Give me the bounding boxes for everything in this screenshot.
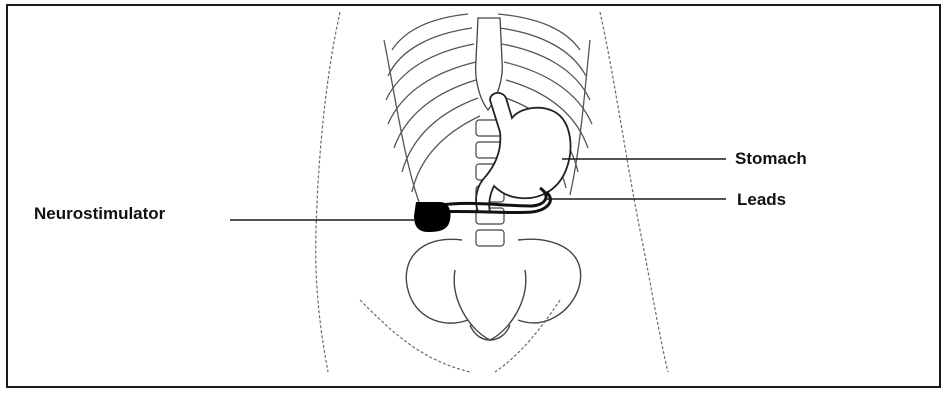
neurostimulator-label: Neurostimulator [34,205,165,222]
stomach-label: Stomach [735,150,807,167]
pelvis [406,239,580,340]
neurostimulator-device [414,202,451,232]
leads-label: Leads [737,191,786,208]
